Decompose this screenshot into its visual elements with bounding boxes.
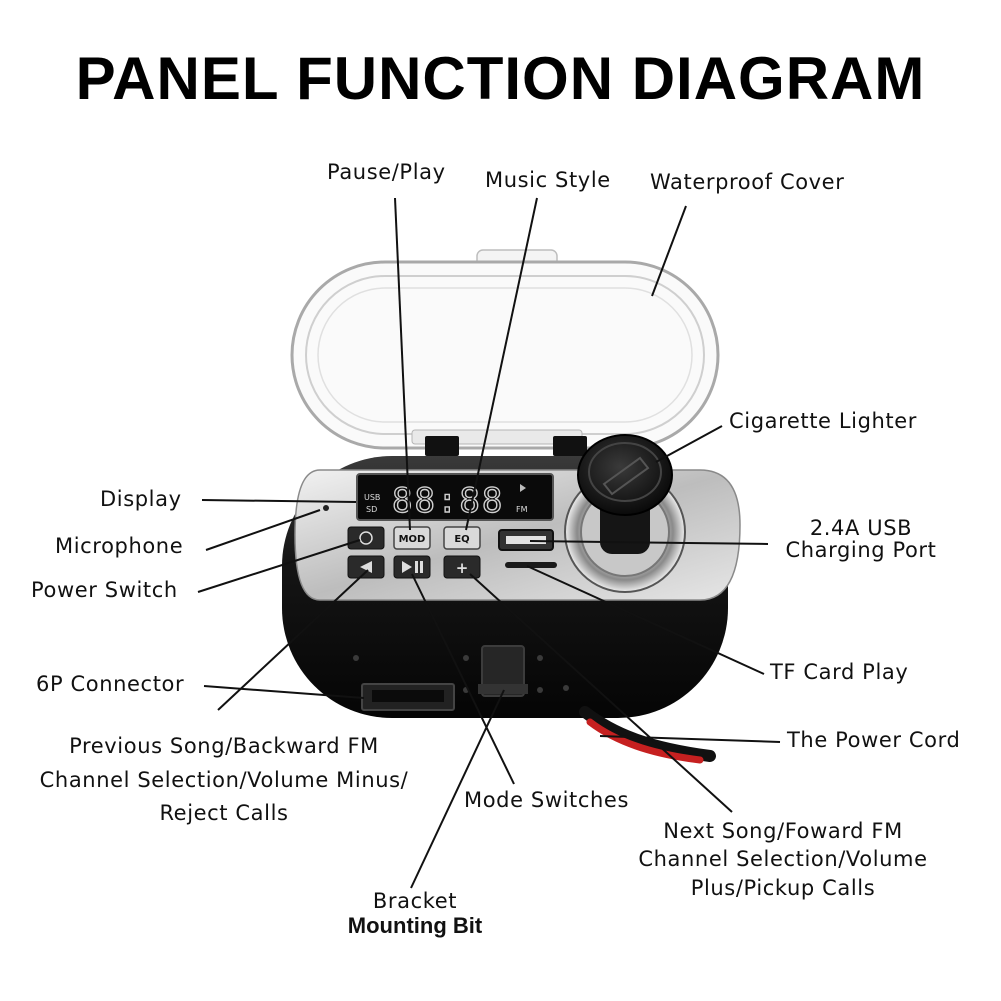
label-cigarette-lighter: Cigarette Lighter (729, 409, 918, 433)
usb-port (498, 529, 554, 551)
label-previous-song-line1: Previous Song/Backward FM (69, 734, 379, 758)
previous-icon (360, 561, 372, 573)
leader-usb-port (529, 540, 769, 545)
leader-previous-song (217, 569, 369, 711)
lcd-fm-label: FM (516, 505, 528, 514)
leader-display (201, 499, 357, 503)
leader-music-style (465, 197, 538, 531)
leader-power-switch (197, 539, 361, 593)
mod-button[interactable]: MOD (393, 526, 431, 550)
previous-button[interactable] (347, 555, 385, 579)
eq-button-label: EQ (454, 534, 469, 545)
6p-connector (361, 683, 455, 711)
label-tf-card: TF Card Play (770, 660, 909, 684)
leader-lines (197, 197, 781, 889)
leader-waterproof-cover (651, 205, 687, 297)
label-previous-song-line2: Channel Selection/Volume Minus/ (39, 768, 409, 792)
leader-microphone (205, 509, 321, 551)
play-pause-button[interactable] (393, 555, 431, 579)
label-power-cord: The Power Cord (787, 728, 961, 752)
power-button[interactable] (347, 526, 385, 550)
tf-card-slot (505, 562, 557, 568)
label-music-style: Music Style (485, 168, 611, 192)
plus-icon: + (456, 559, 469, 577)
label-next-song-line2: Channel Selection/Volume (638, 847, 928, 871)
leader-next-song (469, 573, 733, 813)
leader-tf-card (526, 565, 765, 675)
label-previous-song-line3: Reject Calls (159, 801, 289, 825)
cigarette-lighter (564, 434, 686, 593)
label-next-song-line3: Plus/Pickup Calls (690, 876, 876, 900)
power-cord (579, 706, 716, 764)
leader-cigarette-lighter (655, 425, 723, 463)
power-icon (359, 531, 373, 545)
label-next-song-line1: Next Song/Foward FM (663, 819, 903, 843)
label-waterproof-cover: Waterproof Cover (650, 170, 845, 194)
lcd-display: USB SD 88:88 FM (356, 473, 554, 522)
bracket-mounting-bit (478, 645, 528, 697)
lcd-usb-label: USB (364, 493, 380, 502)
label-pause-play: Pause/Play (327, 160, 446, 184)
leader-mode-switches (411, 573, 515, 785)
label-power-switch: Power Switch (31, 578, 178, 602)
lcd-sd-label: SD (366, 505, 377, 514)
page-title: PANEL FUNCTION DIAGRAM (75, 45, 926, 112)
hinge-left (425, 436, 459, 456)
label-microphone: Microphone (55, 534, 184, 558)
hinge-right (553, 436, 587, 456)
label-usb-port-line1: 2.4A USB (809, 516, 913, 540)
microphone-hole (323, 505, 329, 511)
label-usb-port-line2: Charging Port (785, 538, 937, 562)
label-display: Display (100, 487, 182, 511)
label-mode-switches: Mode Switches (464, 788, 629, 812)
mod-button-label: MOD (399, 534, 426, 545)
play-pause-icon (402, 561, 412, 573)
next-button[interactable]: + (443, 555, 481, 579)
label-bracket-line2: Mounting Bit (347, 913, 483, 938)
eq-button[interactable]: EQ (443, 526, 481, 550)
label-6p-connector: 6P Connector (36, 672, 185, 696)
label-bracket-line1: Bracket (372, 889, 458, 913)
leader-bracket (410, 689, 505, 889)
leader-6p-connector (203, 685, 365, 699)
leader-power-cord (599, 735, 781, 743)
leader-pause-play (394, 197, 411, 531)
